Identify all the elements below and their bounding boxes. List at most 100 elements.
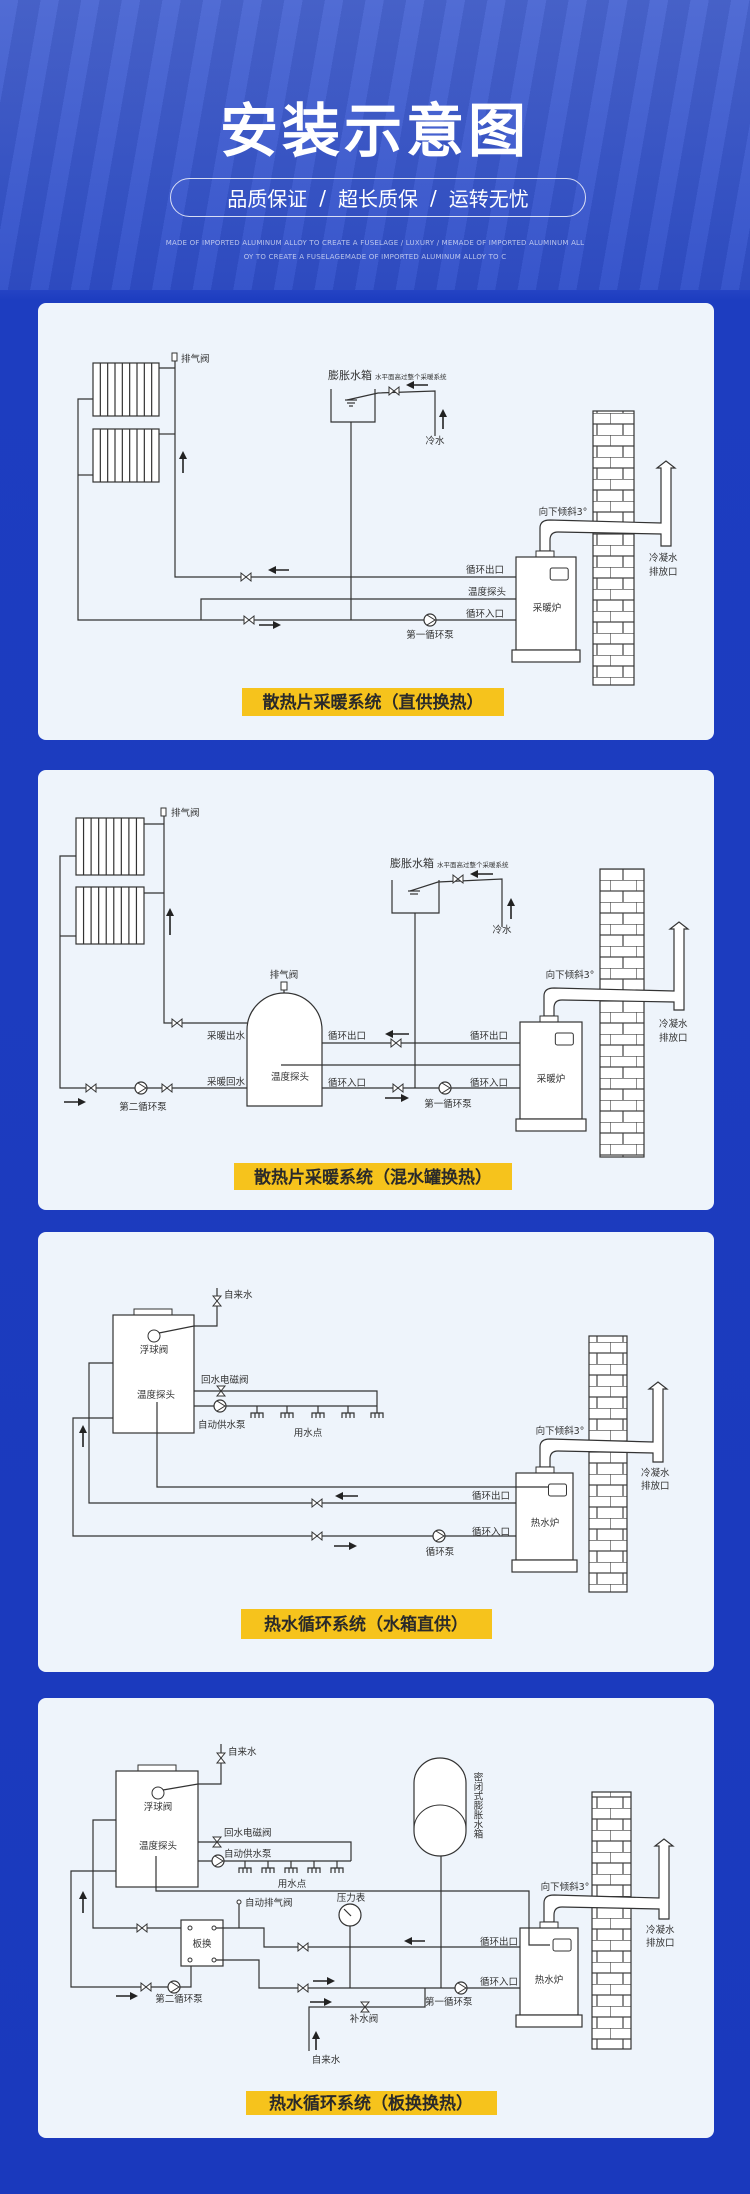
label-inlet: 循环入口 <box>466 608 504 620</box>
label-boiler: 热水炉 <box>535 1974 564 1986</box>
slogan-separator: / <box>430 185 437 210</box>
pump-triangle <box>457 1982 467 1994</box>
tap-icon <box>307 1867 321 1873</box>
label-condensate: 冷凝水 <box>659 1018 688 1030</box>
label-tank-exhaust-valve: 排气阀 <box>270 969 299 981</box>
pipe <box>198 1841 352 1861</box>
expansion-tank <box>330 389 376 423</box>
english-tagline-2: OY TO CREATE A FUSELAGEMADE OF IMPORTED … <box>243 253 507 261</box>
label-inlet: 循环入口 <box>472 1526 510 1538</box>
radiator <box>92 362 160 417</box>
boiler-display <box>554 1032 574 1046</box>
title-banner <box>234 1163 512 1190</box>
label-heating-out: 采暖出水 <box>207 1030 246 1042</box>
label-pump1: 第一循环泵 <box>406 629 454 641</box>
tap-icon <box>330 1867 344 1873</box>
radiator <box>75 886 145 945</box>
pipe <box>70 1870 192 1988</box>
boiler-base <box>511 1559 578 1573</box>
pipe <box>59 855 247 1089</box>
label-supply-pump: 自动供水泵 <box>224 1848 272 1860</box>
label-pump2: 第二循环泵 <box>119 1101 167 1113</box>
label-use-point: 用水点 <box>294 1427 323 1439</box>
exhaust-valve-icon <box>280 981 288 991</box>
label-slope: 向下倾斜3° <box>536 1425 585 1437</box>
label-boiler: 采暖炉 <box>533 602 562 614</box>
label-cold-water: 冷水 <box>425 435 445 447</box>
pipe <box>77 398 516 621</box>
boiler-base <box>515 2014 583 2028</box>
chimney-wall <box>591 1791 632 2050</box>
label-tap-water: 自来水 <box>228 1746 257 1758</box>
label-drain: 排放口 <box>659 1032 688 1044</box>
valve-icon <box>215 1752 227 1764</box>
diagram-title: 热水循环系统（水箱直供） <box>264 1614 468 1635</box>
title-banner <box>242 688 504 716</box>
boiler-display <box>549 567 569 581</box>
tap-icon <box>370 1412 384 1418</box>
label-outlet-left: 循环出口 <box>328 1030 366 1042</box>
label-probe: 温度探头 <box>139 1840 177 1852</box>
tap-icon <box>238 1867 252 1873</box>
tap-icon <box>280 1412 294 1418</box>
label-float-valve: 浮球阀 <box>140 1344 169 1356</box>
chimney-wall <box>588 1335 628 1593</box>
label-drain: 排放口 <box>646 1937 675 1949</box>
pipe <box>216 1959 520 1989</box>
label-expansion-note: 水平面高过整个采暖系统 <box>437 860 509 869</box>
label-pump1: 第一循环泵 <box>425 1996 473 2008</box>
label-outlet: 循环出口 <box>472 1490 510 1502</box>
valve-icon <box>240 571 252 583</box>
label-tap-water-2: 自来水 <box>312 2054 341 2066</box>
float-ball-icon <box>151 1786 165 1800</box>
label-outlet: 循环出口 <box>470 1030 508 1042</box>
boiler-collar <box>535 550 555 558</box>
diagram-title: 热水循环系统（板换换热） <box>269 2093 473 2114</box>
pump-triangle <box>170 1981 180 1993</box>
label-sealed-tank: 密闭式膨胀水箱 <box>472 1771 484 1839</box>
label-float-valve: 浮球阀 <box>144 1801 173 1813</box>
port-icon <box>187 1925 193 1931</box>
port-icon <box>211 1925 217 1931</box>
valve-icon <box>359 2001 371 2013</box>
diagram-radiator-mixing: 排气阀 排气阀 膨胀水箱 水平面高过整个采暖系统 冷水 采暖出水 采暖回水 温度… <box>59 807 690 1190</box>
diagram-title: 散热片采暖系统（直供换热） <box>263 692 484 713</box>
flue-pipe <box>539 460 677 552</box>
label-drain: 排放口 <box>649 566 678 578</box>
port-icon <box>211 1957 217 1963</box>
title-banner <box>246 2091 497 2115</box>
page-title: 安装示意图 <box>219 97 530 165</box>
tank-membrane <box>413 1804 467 1830</box>
header-banner: 安装示意图 品质保证 / 超长质保 / 运转无忧 MADE OF IMPORTE… <box>0 0 750 290</box>
label-pump1: 第一循环泵 <box>424 1098 472 1110</box>
slogan-worry-free: 运转无忧 <box>448 187 529 211</box>
flue-pipe <box>543 1838 675 1923</box>
pipe <box>155 1856 550 1946</box>
label-outlet: 循环出口 <box>480 1936 518 1948</box>
label-auto-vent: 自动排气阀 <box>245 1897 293 1909</box>
valve-icon <box>243 614 255 626</box>
label-use-point: 用水点 <box>278 1878 307 1890</box>
pump-icon <box>213 1399 227 1413</box>
valve-icon <box>392 1082 404 1094</box>
pipe <box>163 816 247 1024</box>
pipe <box>346 390 436 436</box>
label-gauge: 压力表 <box>337 1892 366 1904</box>
diagram-title: 散热片采暖系统（混水罐换热） <box>254 1167 492 1188</box>
pump-icon <box>438 1081 452 1095</box>
valve-icon <box>390 1037 402 1049</box>
valve-icon <box>136 1922 148 1934</box>
exhaust-valve-icon <box>160 807 167 817</box>
sealed-expansion-tank <box>413 1757 467 1857</box>
flue-pipe <box>543 921 690 1017</box>
valve-icon <box>311 1530 323 1542</box>
label-pump2: 第二循环泵 <box>155 1993 203 2005</box>
label-pump: 循环泵 <box>426 1546 455 1558</box>
tap-icon <box>341 1412 355 1418</box>
label-condensate: 冷凝水 <box>646 1924 675 1936</box>
pipe <box>174 361 516 578</box>
label-inlet-left: 循环入口 <box>328 1077 366 1089</box>
label-supply-pump: 自动供水泵 <box>198 1419 246 1431</box>
label-probe: 温度探头 <box>468 586 506 598</box>
pump-triangle <box>137 1082 147 1094</box>
